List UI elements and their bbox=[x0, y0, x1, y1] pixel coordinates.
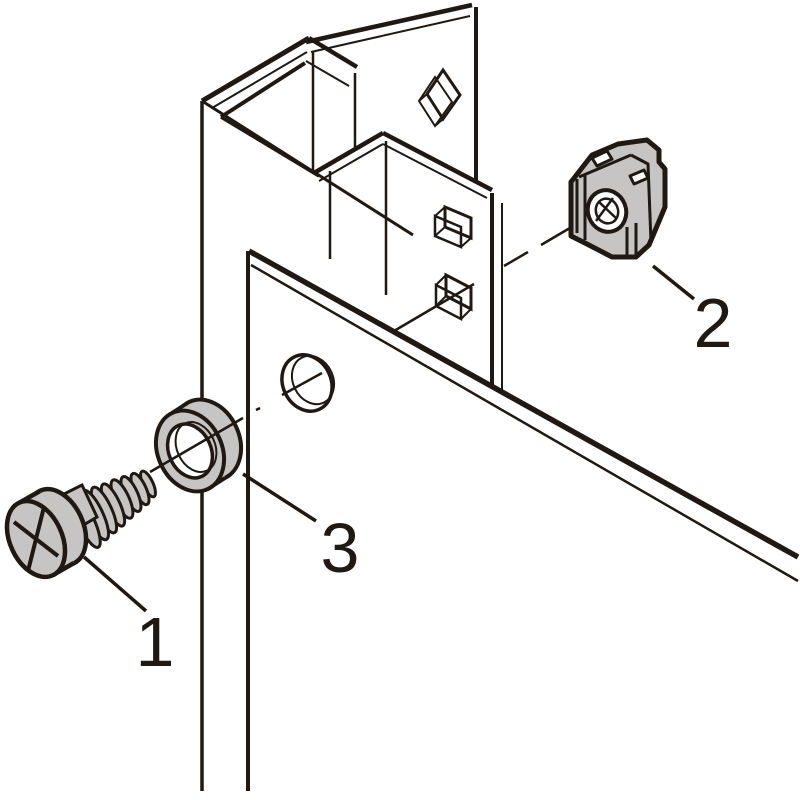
rack-post-front-flange bbox=[312, 131, 503, 392]
front-panel bbox=[246, 248, 800, 799]
leader-line-3 bbox=[242, 472, 317, 523]
square-hole-top bbox=[417, 67, 462, 128]
phillips-cross-icon bbox=[12, 506, 60, 572]
cage-nut-threaded-hole bbox=[585, 188, 629, 234]
callout-label-1: 1 bbox=[136, 603, 175, 681]
centerline-nut-axis bbox=[393, 223, 576, 333]
leader-line-2 bbox=[651, 264, 696, 301]
rack-post bbox=[200, 2, 503, 791]
square-hole-middle bbox=[433, 204, 473, 249]
panel-top-edge bbox=[247, 248, 800, 560]
cage-slot-right bbox=[628, 168, 650, 186]
cage-slot-top bbox=[590, 149, 614, 168]
square-hole-lower bbox=[434, 272, 473, 322]
callout-label-2: 2 bbox=[694, 284, 733, 362]
callout-label-3: 3 bbox=[321, 509, 360, 587]
leader-line-1 bbox=[82, 555, 148, 613]
rack-post-back-flange bbox=[305, 2, 478, 183]
screw-head bbox=[4, 486, 89, 580]
callouts: 1 2 3 bbox=[82, 264, 733, 681]
panel-face bbox=[248, 250, 799, 799]
cage-nut bbox=[568, 137, 668, 260]
centerline-through-collar bbox=[149, 416, 244, 474]
collar bbox=[153, 397, 244, 494]
centerline-screw-axis bbox=[255, 371, 323, 412]
screw bbox=[4, 469, 157, 580]
